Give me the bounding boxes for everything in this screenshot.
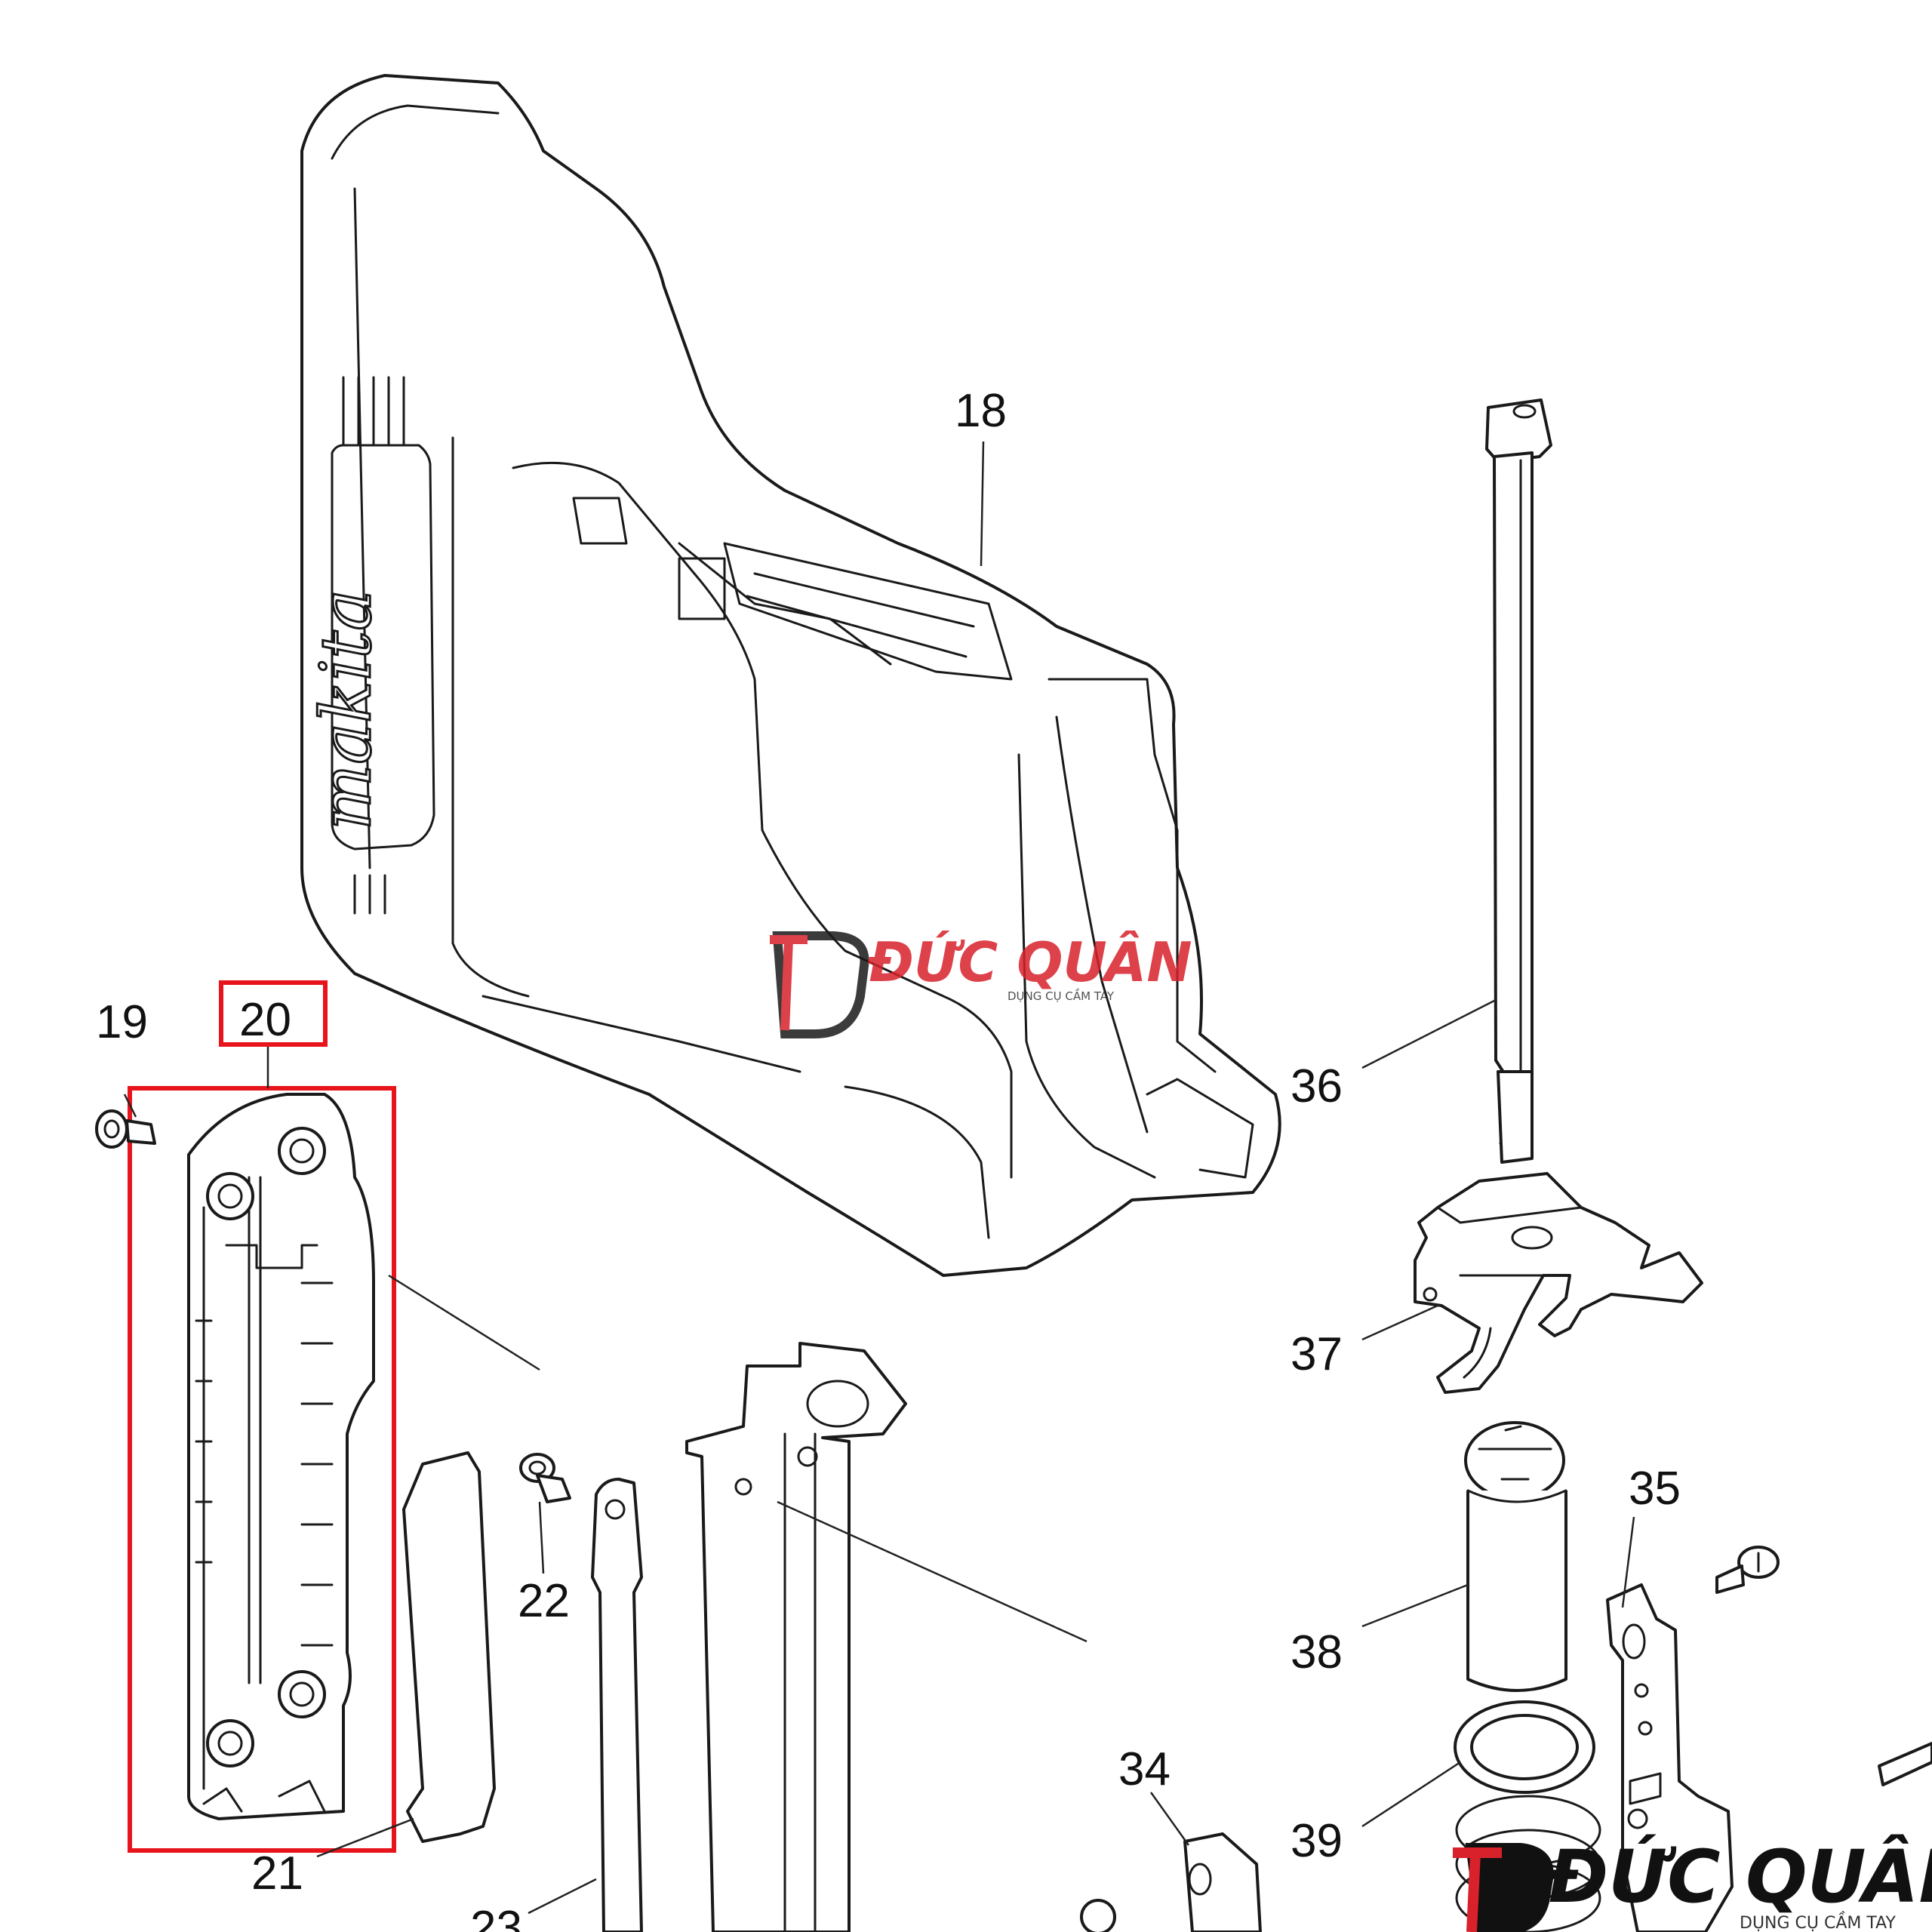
cover-part-20: [187, 1093, 375, 1820]
callout-23: 23: [470, 1902, 522, 1932]
callout-34: 34: [1118, 1743, 1171, 1795]
strip-part-23: [591, 1478, 643, 1932]
callout-22: 22: [518, 1575, 570, 1627]
callout-21: 21: [251, 1847, 303, 1900]
rod-part-36: [1485, 398, 1552, 1164]
highlight-box-part-20: [128, 1086, 396, 1853]
bracket-part-37: [1414, 1172, 1703, 1394]
callout-35: 35: [1629, 1463, 1681, 1515]
plate-part-21: [402, 1451, 496, 1843]
callout-labels: 18 19 20 21 22 23 34 35 36 37 38 39: [96, 385, 1681, 1932]
callout-38: 38: [1291, 1626, 1343, 1678]
pin-right: [1878, 1742, 1932, 1786]
watermark-center-brand: ĐỨC QUÂN: [867, 931, 1192, 994]
callout-37: 37: [1291, 1328, 1343, 1380]
leader-lines: [123, 441, 1635, 1915]
bracket-part-35: [1606, 1583, 1734, 1932]
highlight-box-callout-20: [219, 980, 328, 1047]
screw-part-22: [519, 1453, 571, 1503]
callout-19: 19: [96, 996, 148, 1048]
watermark-corner: ĐỨC QUÂN DỤNG CỤ CẦM TAY: [1453, 1834, 1932, 1932]
guide-plate: [685, 1342, 907, 1932]
watermark-corner-logo-icon: [1465, 1843, 1554, 1932]
watermark-corner-tagline: DỤNG CỤ CẦM TAY: [1740, 1912, 1896, 1932]
callout-36: 36: [1291, 1060, 1343, 1112]
ring-part-39: [1454, 1700, 1601, 1932]
watermark-center: ĐỨC QUÂN DỤNG CỤ CẦM TAY: [770, 931, 1192, 1038]
callout-39: 39: [1291, 1815, 1343, 1867]
watermark-logo-icon: [772, 931, 869, 1038]
watermark-corner-brand: ĐỨC QUÂN: [1546, 1834, 1932, 1919]
bracket-part-34: [1080, 1832, 1262, 1932]
housing-brand-text: makita: [306, 589, 386, 830]
screw-right: [1715, 1546, 1780, 1594]
housing-part-18: makita: [300, 74, 1281, 1277]
callout-18: 18: [955, 385, 1007, 437]
watermark-center-tagline: DỤNG CỤ CẦM TAY: [1008, 987, 1115, 1003]
cylinder-part-38: [1464, 1421, 1567, 1692]
screw-part-19: [95, 1109, 156, 1149]
callout-20: 20: [239, 994, 291, 1046]
